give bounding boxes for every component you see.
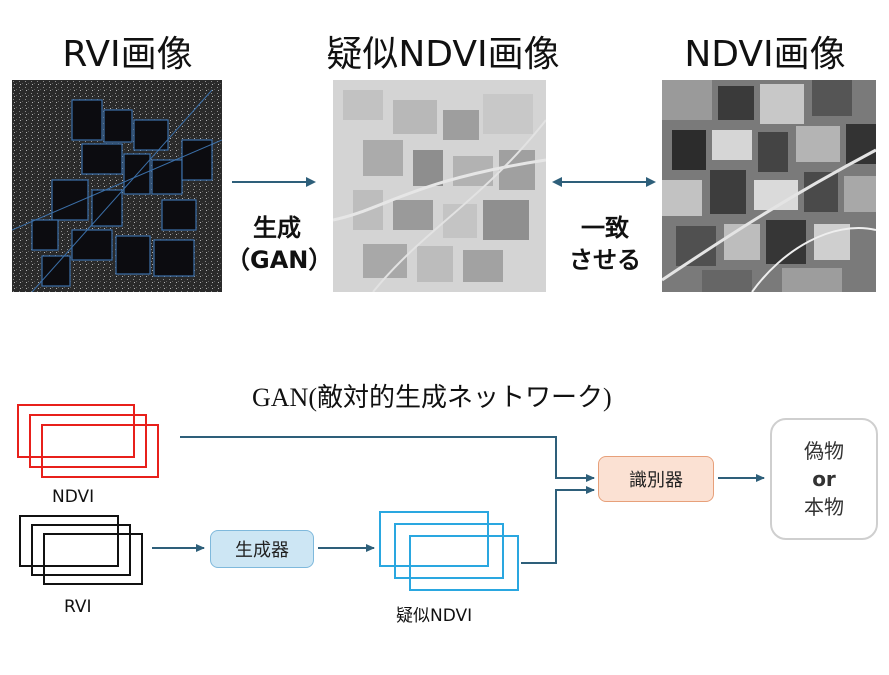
ndvi-to-discriminator-arrow	[180, 436, 595, 482]
pseudo-ndvi-image-title: 疑似NDVI画像	[326, 34, 560, 75]
output-fake-label: 偽物	[804, 439, 844, 463]
ndvi-frames-icon	[17, 404, 159, 478]
output-box: 偽物 or 本物	[770, 418, 878, 540]
rvi-image-title: RVI画像	[62, 34, 193, 75]
generate-arrow	[232, 177, 316, 187]
generator-box: 生成器	[210, 530, 314, 568]
generate-label: 生成 （GAN）	[226, 212, 333, 276]
rvi-frames-icon	[19, 515, 143, 585]
generate-label-line2: （GAN）	[226, 246, 333, 274]
output-real-label: 本物	[804, 495, 844, 519]
generate-label-line1: 生成	[253, 214, 301, 242]
discriminator-label: 識別器	[629, 470, 683, 491]
match-arrow	[552, 177, 656, 187]
pseudo-to-discriminator-arrow	[521, 486, 595, 564]
pseudo-ndvi-image	[333, 80, 546, 292]
gan-title: GAN(敵対的生成ネットワーク)	[252, 383, 612, 412]
ndvi-image	[662, 80, 876, 292]
rvi-image	[12, 80, 222, 292]
match-label-line1: 一致	[581, 214, 629, 242]
pseudo-ndvi-frames-icon	[379, 511, 519, 591]
pseudo-ndvi-label: 疑似NDVI	[396, 606, 473, 626]
ndvi-label: NDVI	[52, 487, 95, 507]
match-label-line2: させる	[569, 246, 641, 274]
ndvi-image-title: NDVI画像	[684, 34, 846, 75]
match-label: 一致 させる	[555, 212, 655, 276]
discriminator-box: 識別器	[598, 456, 714, 502]
output-or-label: or	[812, 467, 836, 491]
rvi-label: RVI	[64, 597, 92, 617]
generator-label: 生成器	[235, 540, 289, 561]
